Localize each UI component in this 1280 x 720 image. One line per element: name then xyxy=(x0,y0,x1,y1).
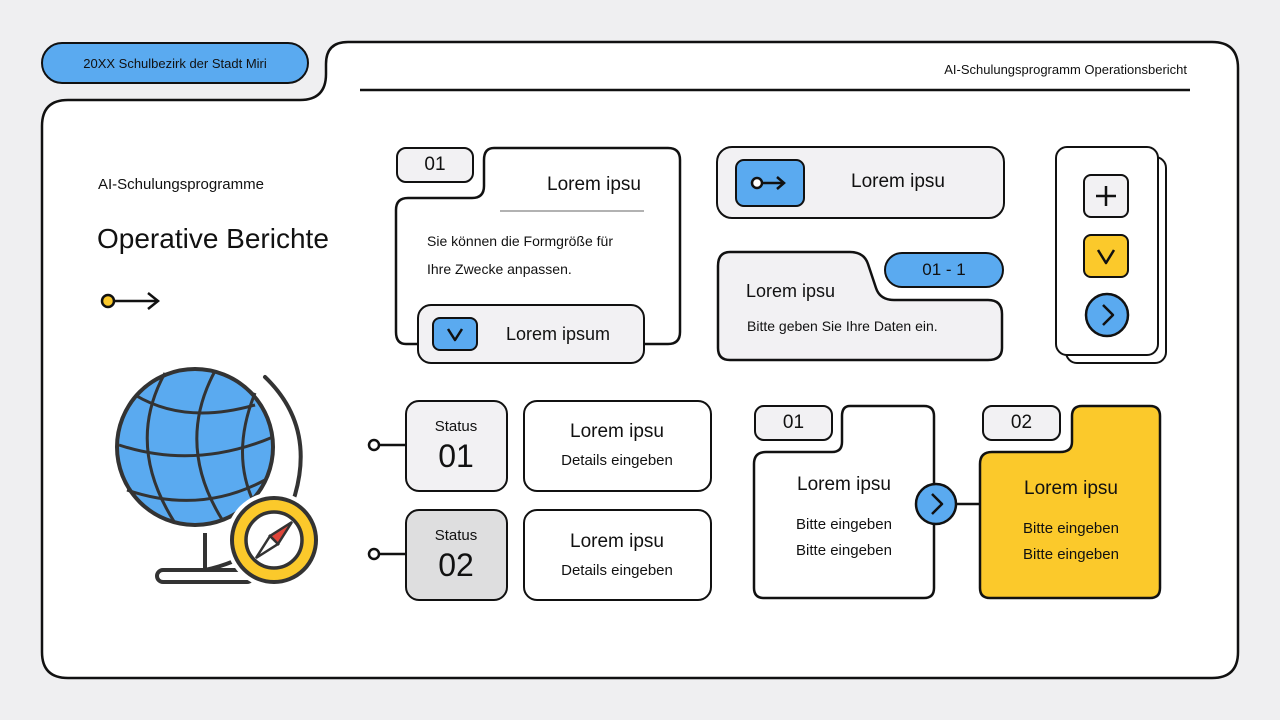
chevron-right-icon[interactable] xyxy=(1083,291,1131,339)
card-1-body-line-2: Ihre Zwecke anpassen. xyxy=(427,261,572,277)
check-icon[interactable] xyxy=(1083,234,1129,278)
district-tag-label: 20XX Schulbezirk der Stadt Miri xyxy=(83,55,267,71)
status-2-number: 02 xyxy=(438,547,474,583)
status-2-label: Status xyxy=(434,527,478,544)
card-3-number-badge: 01 - 1 xyxy=(884,252,1004,288)
plus-icon[interactable] xyxy=(1083,174,1129,218)
step-2-number: 02 xyxy=(1010,412,1033,433)
arrow-right-icon xyxy=(100,292,161,310)
step-1-title: Lorem ipsu xyxy=(797,474,891,495)
card-3-body: Bitte geben Sie Ihre Daten ein. xyxy=(747,318,938,334)
card-1-number-badge: 01 xyxy=(396,147,474,183)
card-3-frame xyxy=(716,250,1004,362)
card-3-title: Lorem ipsu xyxy=(746,281,836,301)
card-1-number: 01 xyxy=(424,154,446,175)
intro-subtitle: AI-Schulungsprogramme xyxy=(98,176,264,193)
card-3-number: 01 - 1 xyxy=(922,260,966,279)
status-2-badge: Status 02 xyxy=(405,509,508,601)
status-1-number: 01 xyxy=(438,438,474,474)
status-2-title: Lorem ipsu xyxy=(570,531,664,552)
status-1-connector xyxy=(367,438,410,452)
icon-toolbar xyxy=(1055,146,1159,356)
steps-frame xyxy=(752,404,1162,600)
status-1-details: Details eingeben xyxy=(561,452,673,469)
status-1-card: Lorem ipsu Details eingeben xyxy=(523,400,712,492)
step-2-number-badge: 02 xyxy=(982,405,1061,441)
status-2-card: Lorem ipsu Details eingeben xyxy=(523,509,712,601)
card-2-button-label: Lorem ipsu xyxy=(851,171,945,192)
step-1-line-2: Bitte eingeben xyxy=(796,542,892,559)
check-icon xyxy=(432,317,478,351)
status-1-title: Lorem ipsu xyxy=(570,421,664,442)
arrow-right-icon xyxy=(735,159,805,207)
page-title: Operative Berichte xyxy=(97,223,329,254)
status-1-badge: Status 01 xyxy=(405,400,508,492)
card-1-frame xyxy=(394,146,682,346)
report-title: AI-Schulungsprogramm Operationsbericht xyxy=(944,62,1187,77)
step-1-number: 01 xyxy=(782,412,805,433)
card-1-button-label: Lorem ipsum xyxy=(506,324,611,344)
step-2-line-2: Bitte eingeben xyxy=(1023,546,1119,563)
step-2-line-1: Bitte eingeben xyxy=(1023,520,1119,537)
card-1-title: Lorem ipsu xyxy=(547,174,641,195)
card-2-button[interactable]: Lorem ipsu xyxy=(716,146,1005,219)
step-2-title: Lorem ipsu xyxy=(1024,478,1118,499)
compass-icon xyxy=(226,492,322,588)
globe-icon xyxy=(115,367,303,584)
status-2-connector xyxy=(367,547,410,561)
status-2-details: Details eingeben xyxy=(561,562,673,579)
step-1-number-badge: 01 xyxy=(754,405,833,441)
step-1-line-1: Bitte eingeben xyxy=(796,516,892,533)
card-1-button[interactable]: Lorem ipsum xyxy=(417,304,645,364)
chevron-right-icon[interactable] xyxy=(914,482,958,526)
status-1-label: Status xyxy=(434,418,478,435)
card-1-body-line-1: Sie können die Formgröße für xyxy=(427,233,613,249)
district-tag: 20XX Schulbezirk der Stadt Miri xyxy=(41,42,309,84)
